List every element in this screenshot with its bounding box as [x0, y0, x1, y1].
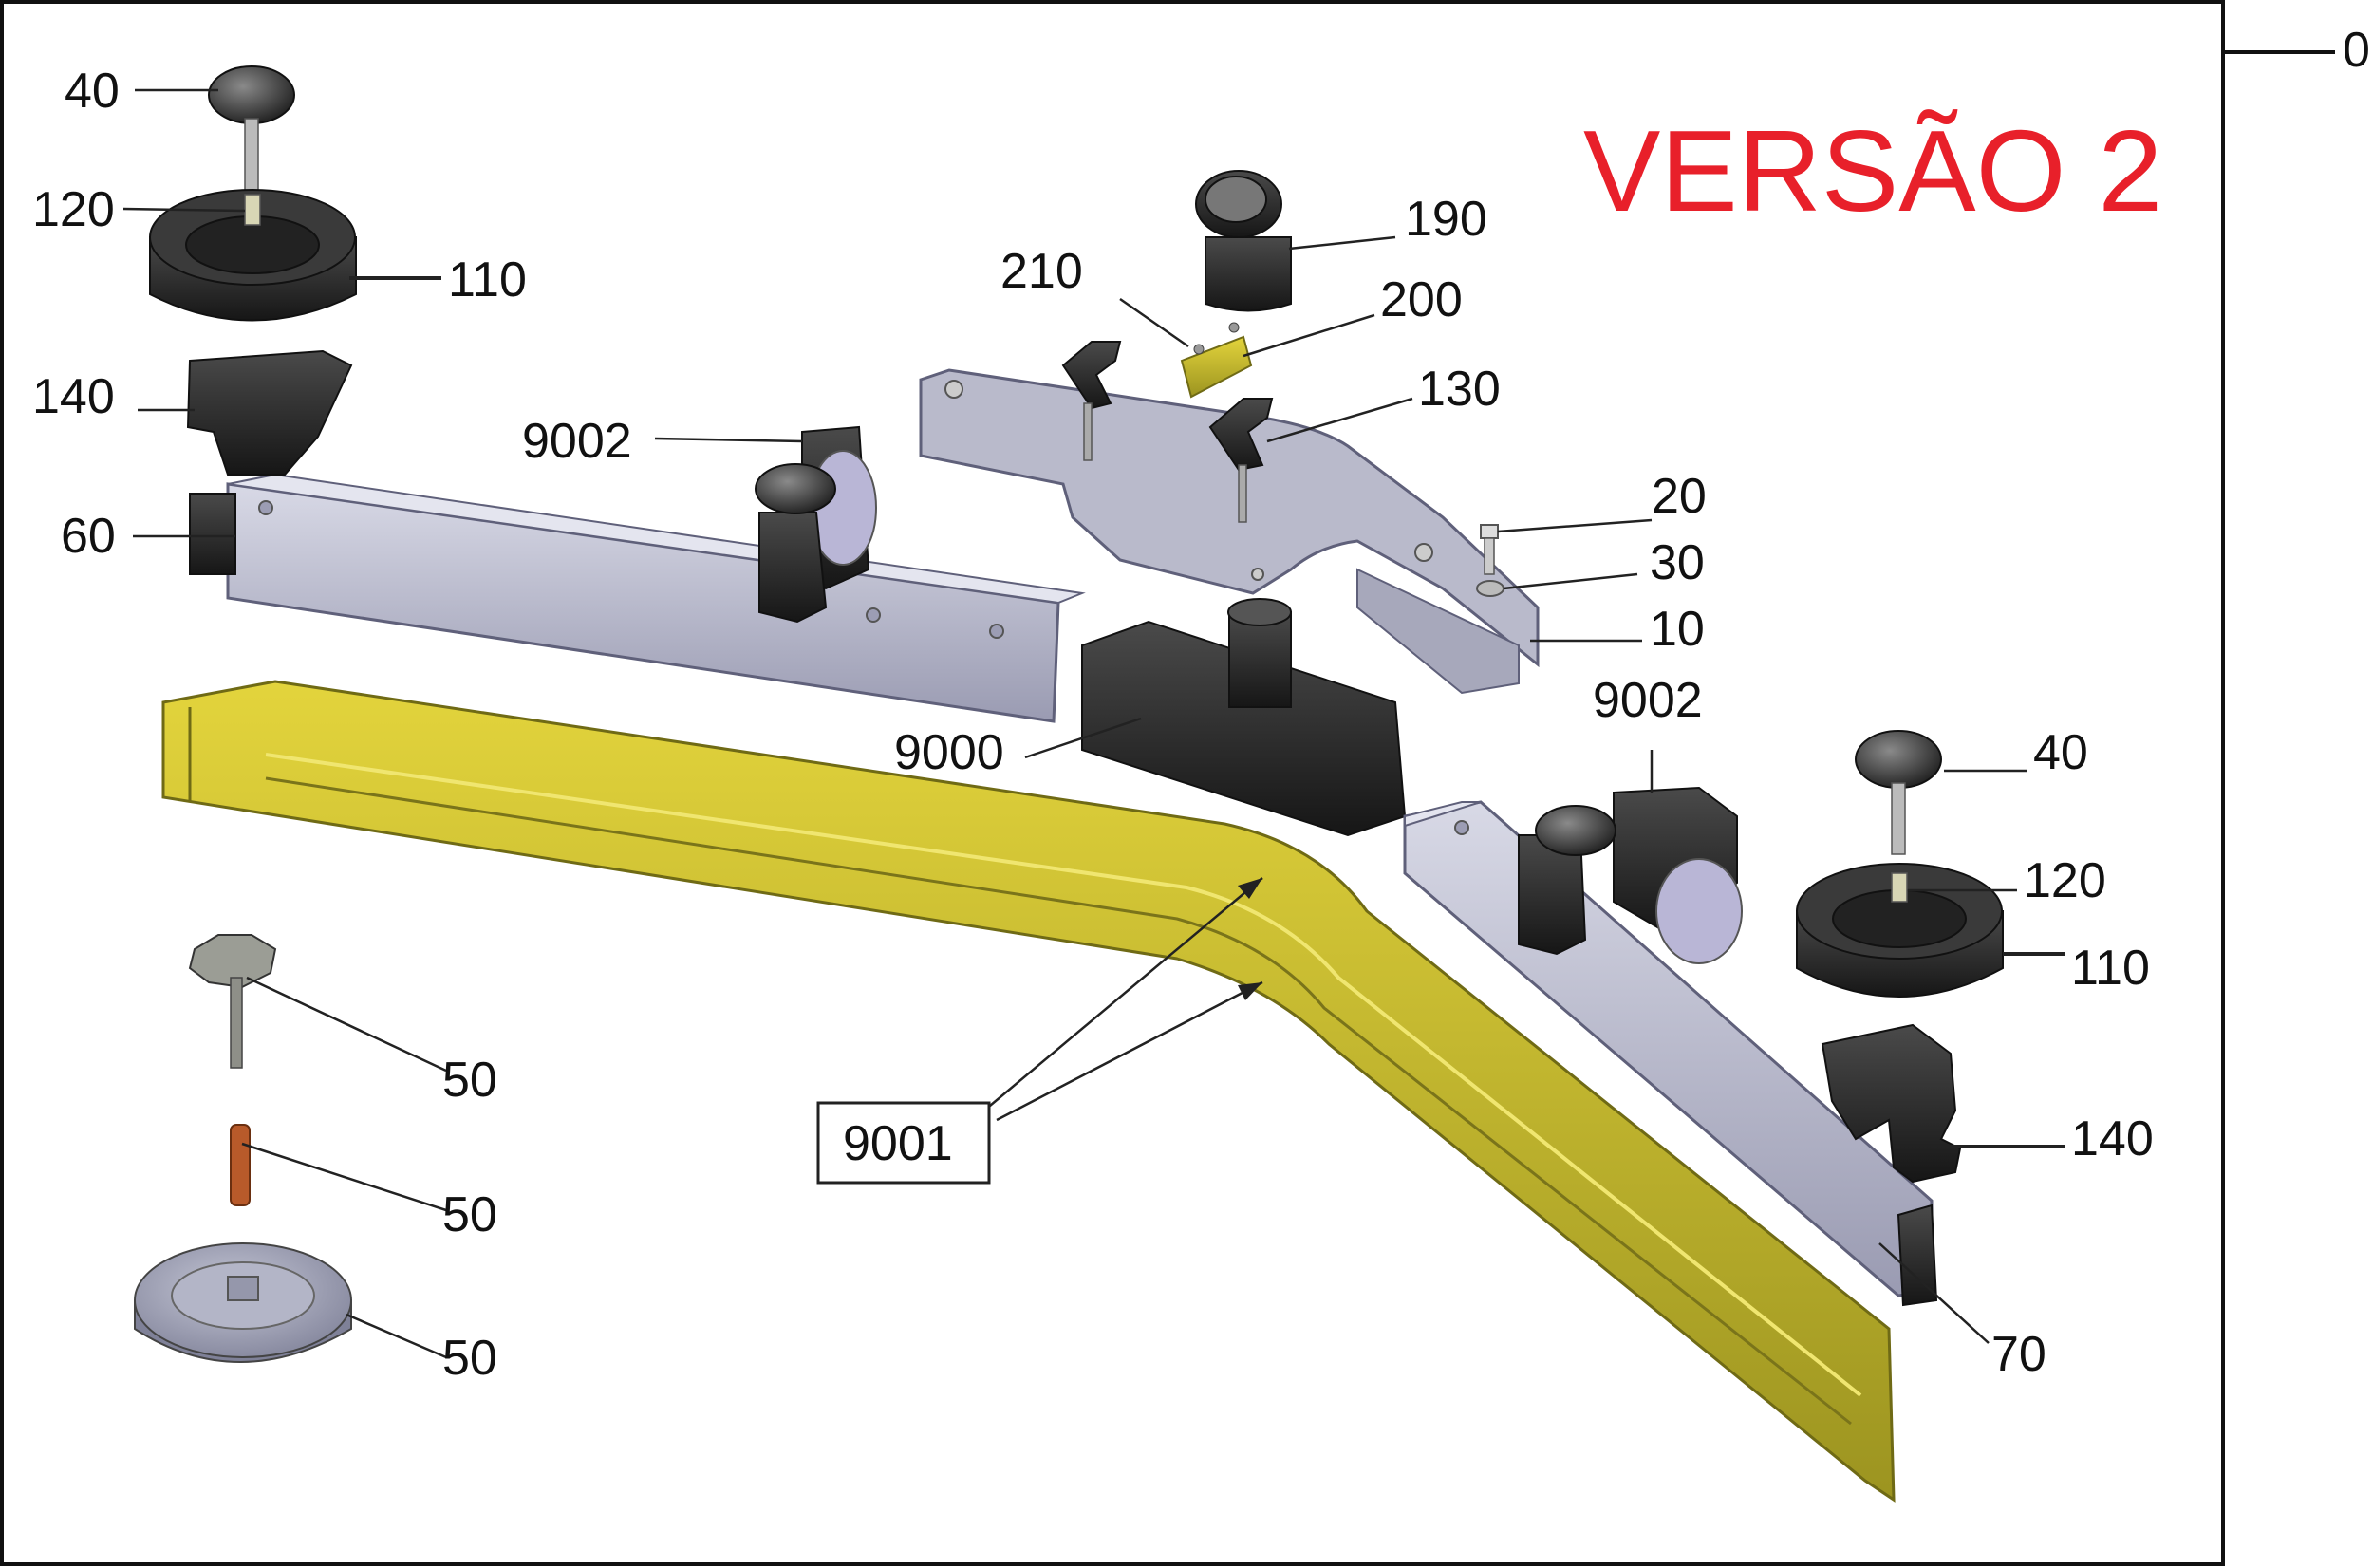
callout-190: 190: [1405, 192, 1487, 247]
central-housing: [1081, 598, 1407, 837]
callout-9000: 9000: [894, 725, 1004, 780]
edge-label: 0: [2343, 23, 2370, 78]
callout-10: 10: [1650, 602, 1705, 657]
callout-210: 210: [1000, 244, 1083, 299]
mounting-plate: [919, 368, 1540, 695]
small-bracket: [1180, 322, 1253, 399]
leader-lines: [122, 88, 2065, 1359]
callout-120-left: 120: [32, 182, 115, 237]
squeegee-blade: [161, 680, 1896, 1503]
callout-40-right: 40: [2033, 725, 2088, 780]
callout-140-right: 140: [2071, 1111, 2154, 1167]
bolt-and-washer: [1476, 524, 1504, 597]
wheel-assembly-parts: [134, 934, 352, 1363]
callout-50-knob: 50: [442, 1053, 497, 1108]
callout-20: 20: [1652, 469, 1707, 524]
callout-9001: 9001: [843, 1116, 953, 1171]
callout-60: 60: [61, 509, 116, 564]
callout-70: 70: [1991, 1327, 2046, 1382]
callout-50-wheel: 50: [442, 1331, 497, 1386]
drawing-frame: [0, 0, 2225, 1566]
callout-9002-right: 9002: [1593, 673, 1703, 728]
left-rail: [189, 473, 1086, 723]
callout-110-right: 110: [2071, 941, 2150, 996]
callout-50-pin: 50: [442, 1187, 497, 1242]
right-clamp: [1518, 786, 1743, 964]
callout-9002-left: 9002: [522, 414, 632, 469]
hose-elbow: [1195, 170, 1292, 312]
callout-110-left: 110: [448, 252, 527, 308]
wing-nuts: [1061, 341, 1274, 523]
callout-120-right: 120: [2024, 853, 2106, 908]
callout-30: 30: [1650, 535, 1705, 590]
callout-40-left: 40: [65, 64, 120, 119]
left-knob-assembly: [149, 65, 357, 476]
callout-140-left: 140: [32, 369, 115, 424]
callout-200: 200: [1380, 272, 1463, 327]
left-clamp: [755, 425, 877, 624]
right-knob-assembly: [1796, 730, 2004, 1184]
version-title: VERSÃO 2: [1583, 106, 2162, 235]
callout-130: 130: [1418, 362, 1501, 417]
